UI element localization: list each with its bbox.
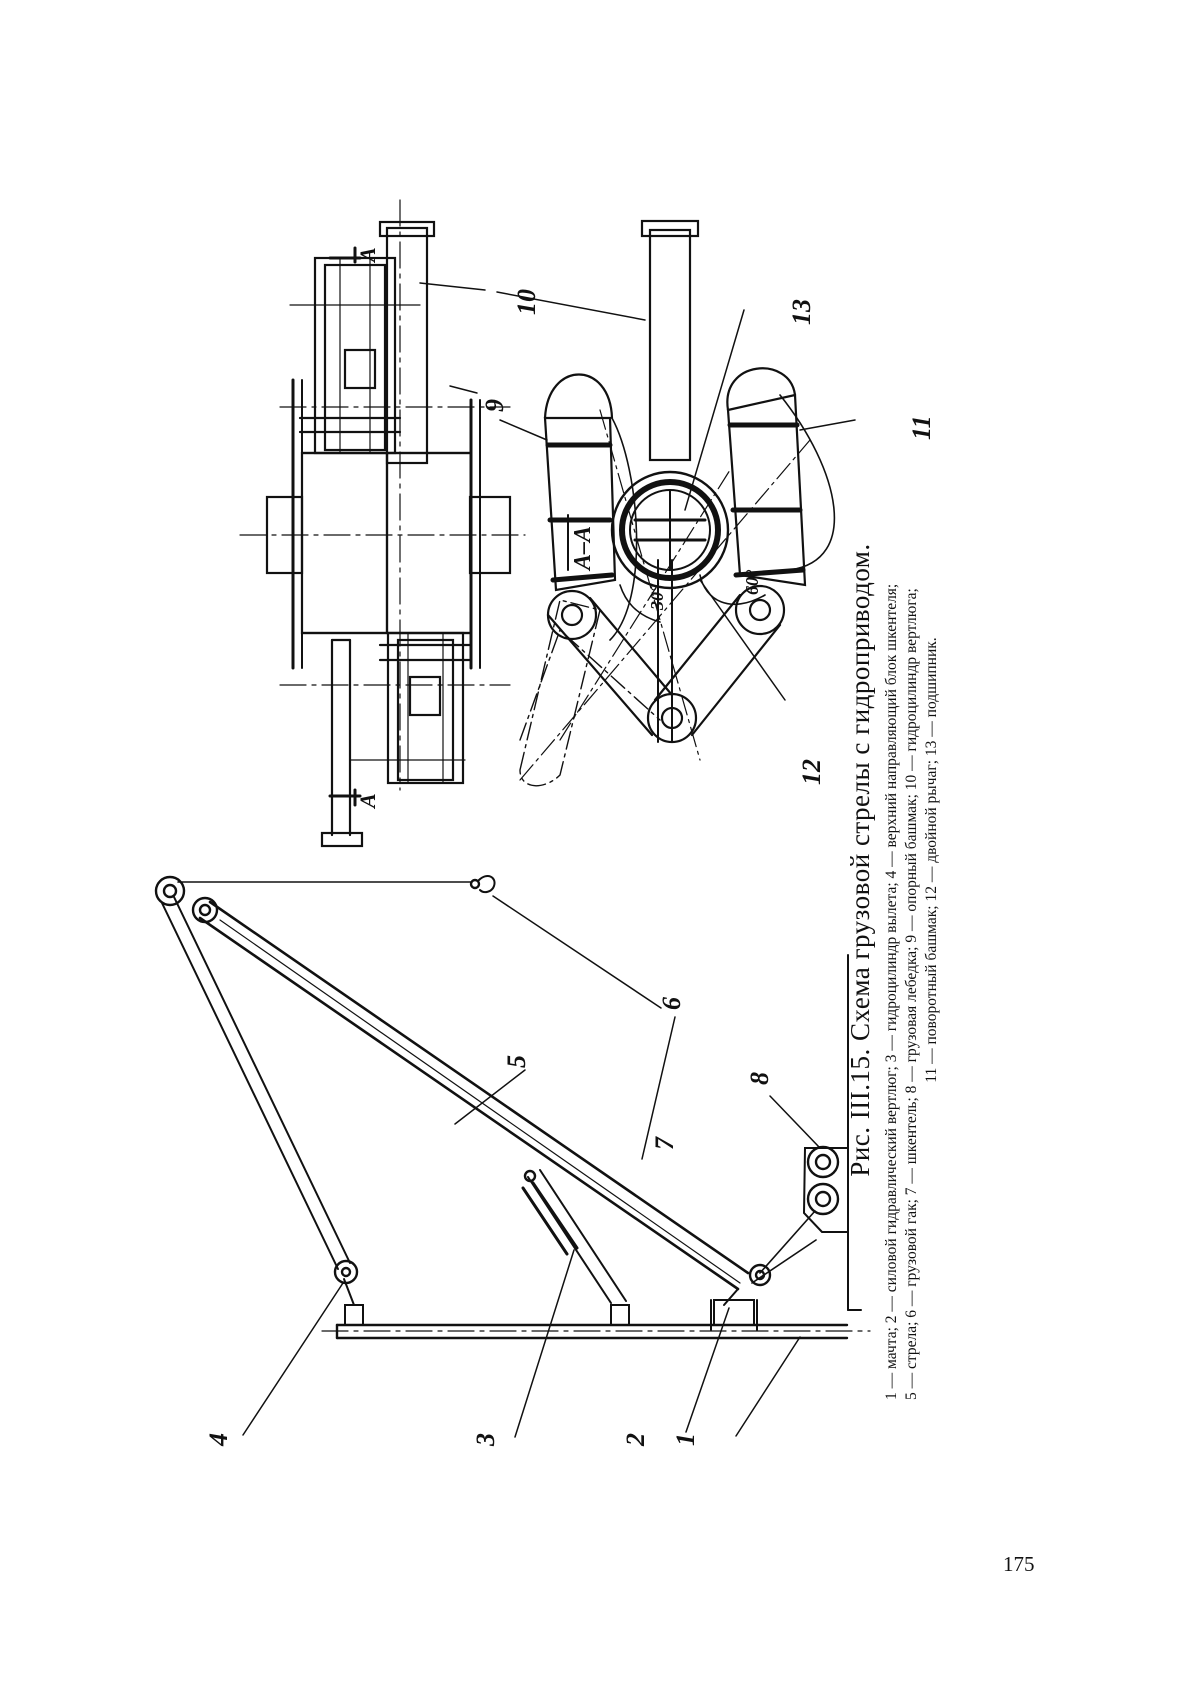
figure-title: Рис. III.15. Схема грузовой стрелы с гид… <box>845 543 875 1177</box>
boom-side-view <box>154 875 871 1340</box>
angle-30: 30° <box>647 584 667 611</box>
section-label: А–А <box>570 526 596 572</box>
callout-9: 9 <box>480 399 509 412</box>
callout-5: 5 <box>502 1055 531 1068</box>
callout-8: 8 <box>745 1072 774 1085</box>
callout-11: 11 <box>907 415 936 440</box>
section-callout-leaders <box>496 291 856 701</box>
callout-4: 4 <box>204 1433 233 1447</box>
legend-line-3: 11 — поворотный башмак; 12 — двойной рыч… <box>923 637 940 1083</box>
legend-line-2: 5 — стрела; 6 — грузовой гак; 7 — шкенте… <box>903 588 920 1400</box>
page-number: 175 <box>1003 1552 1035 1576</box>
section-mark-top: А <box>355 247 380 264</box>
callout-6: 6 <box>657 997 686 1010</box>
plan-callout-leaders <box>419 282 486 394</box>
callout-1: 1 <box>671 1433 700 1446</box>
callout-3: 3 <box>471 1433 500 1447</box>
callout-2: 2 <box>621 1433 650 1447</box>
callout-numbers: 1 2 3 4 5 6 7 8 9 10 11 12 13 А–А А А 30… <box>204 247 936 1447</box>
callout-12: 12 <box>797 759 826 785</box>
section-mark-bottom: А <box>355 793 380 810</box>
legend-line-1: 1 — мачта; 2 — силовой гидравлический ве… <box>883 583 900 1400</box>
section-a-a-view <box>519 219 836 787</box>
callout-10: 10 <box>512 289 541 315</box>
callout-13: 13 <box>787 299 816 325</box>
callout-7: 7 <box>650 1136 679 1150</box>
left-callout-leaders <box>242 895 820 1438</box>
angle-60: 60° <box>742 569 762 595</box>
swivel-plan-view <box>239 199 526 848</box>
